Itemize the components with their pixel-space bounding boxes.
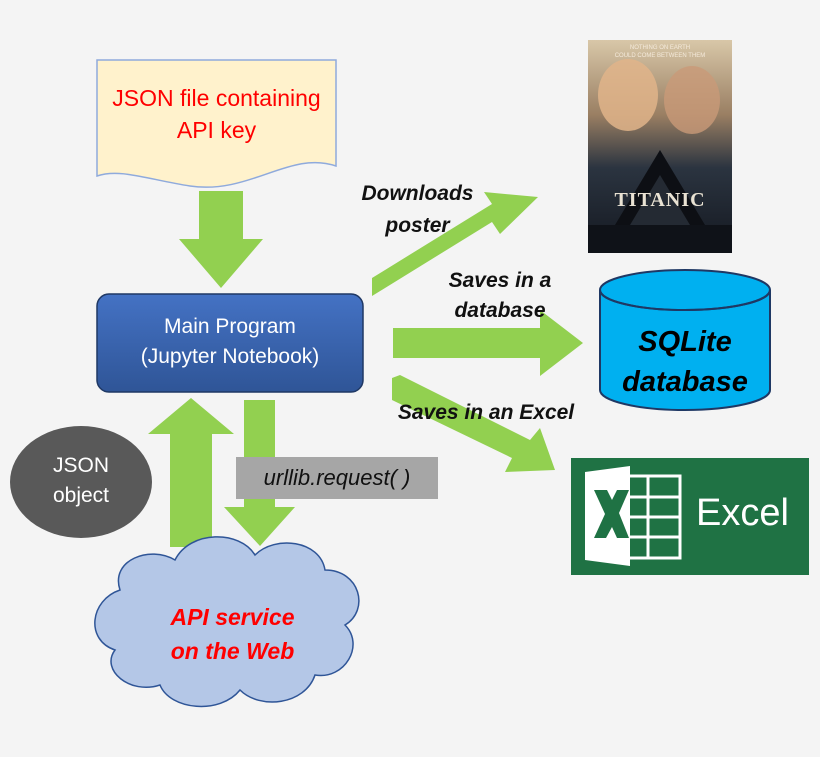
json-file-document <box>96 59 337 188</box>
poster-tagline: NOTHING ON EARTH COULD COME BETWEEN THEM <box>588 44 732 60</box>
edge-saves-db-line1: Saves in a <box>448 269 552 292</box>
edge-label-saves-excel: Saves in an Excel <box>397 401 575 424</box>
json-object-line2: object <box>52 484 110 507</box>
json-file-label: JSON file containing API key <box>97 82 336 146</box>
arrow-to-excel <box>392 375 555 472</box>
sqlite-line2: database <box>622 366 748 398</box>
poster-tagline-line1: NOTHING ON EARTH <box>629 45 691 51</box>
edge-downloads-line2: poster <box>385 214 450 237</box>
json-file-line1: JSON file containing <box>112 85 321 111</box>
main-program-line2: (Jupyter Notebook) <box>140 345 320 368</box>
json-object-oval <box>10 426 152 538</box>
excel-logo <box>571 458 809 575</box>
api-cloud-line1: API service <box>170 604 295 630</box>
arrow-file-to-main <box>179 191 263 288</box>
sqlite-label: SQLite database <box>600 322 770 402</box>
urllib-label: urllib.request( ) <box>263 465 411 490</box>
json-object-line1: JSON <box>52 454 109 477</box>
poster-title: TITANIC <box>614 189 706 211</box>
edge-saves-db-line2: database <box>454 299 546 322</box>
sqlite-cylinder <box>599 269 771 411</box>
edge-label-saves-db: Saves in a database <box>430 266 570 326</box>
arrow-api-to-main <box>148 398 234 547</box>
titanic-poster <box>588 40 732 253</box>
api-cloud-label: API service on the Web <box>115 600 350 668</box>
main-program-label: Main Program (Jupyter Notebook) <box>97 312 363 372</box>
json-object-label: JSON object <box>10 451 152 511</box>
api-cloud <box>94 536 360 708</box>
excel-logo-text: Excel <box>696 492 789 534</box>
sqlite-line1: SQLite <box>638 326 732 358</box>
main-program-line1: Main Program <box>164 315 296 338</box>
main-program-box <box>96 293 364 393</box>
edge-label-downloads: Downloads poster <box>345 178 490 242</box>
poster-tagline-line2: COULD COME BETWEEN THEM <box>614 53 706 59</box>
arrow-to-sqlite <box>393 310 583 376</box>
json-file-line2: API key <box>176 117 257 143</box>
arrow-to-poster <box>372 192 538 296</box>
edge-downloads-line1: Downloads <box>361 182 474 205</box>
api-cloud-line2: on the Web <box>170 638 295 664</box>
urllib-label-box <box>236 457 438 499</box>
